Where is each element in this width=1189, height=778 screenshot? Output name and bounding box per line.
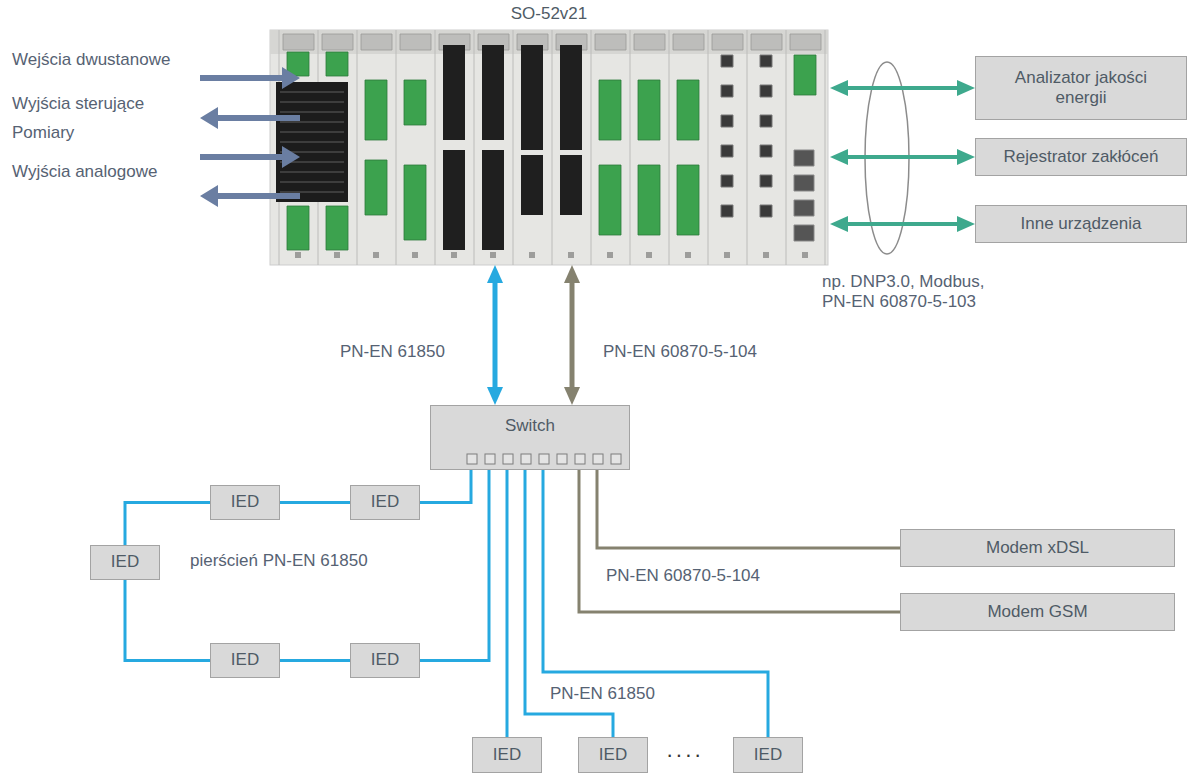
node-text: Switch bbox=[505, 416, 555, 436]
signal-label: Pomiary bbox=[12, 123, 74, 143]
ied-box: IED bbox=[733, 737, 803, 773]
signal-label: Wyjścia analogowe bbox=[12, 162, 157, 182]
heatsink bbox=[276, 82, 348, 202]
node-text: IED bbox=[371, 650, 399, 670]
connector bbox=[838, 222, 967, 226]
switch-ports bbox=[431, 406, 631, 471]
connector bbox=[543, 470, 768, 737]
node-text: IED bbox=[111, 552, 139, 572]
switch-port bbox=[503, 454, 513, 464]
terminal-blocks bbox=[287, 52, 816, 250]
device-box: Analizator jakości energii bbox=[975, 56, 1187, 120]
rj45-ports bbox=[794, 150, 814, 241]
ied-box: IED bbox=[90, 545, 160, 580]
switch-port bbox=[539, 454, 549, 464]
rack-panel bbox=[270, 30, 828, 265]
node-text: IED bbox=[231, 492, 259, 512]
connector bbox=[125, 580, 210, 661]
modem-box: Modem GSM bbox=[900, 593, 1175, 631]
device-box: Inne urządzenia bbox=[975, 205, 1187, 243]
node-text: SO-52v21 bbox=[511, 4, 588, 24]
connector bbox=[579, 470, 900, 612]
control-unit: SO-52v21 bbox=[268, 4, 830, 265]
node-text: Modem GSM bbox=[987, 602, 1087, 622]
rack-top-band bbox=[270, 30, 828, 54]
ied-box: IED bbox=[210, 643, 280, 678]
heatsink-fins bbox=[280, 92, 344, 192]
ellipsis-mark: ···· bbox=[666, 742, 703, 768]
switch-port bbox=[467, 454, 477, 464]
protocol-label: PN-EN 61850 bbox=[340, 342, 445, 362]
connector bbox=[280, 501, 350, 504]
ied-box: IED bbox=[350, 643, 420, 678]
switch-port bbox=[485, 454, 495, 464]
connector bbox=[597, 470, 900, 548]
protocol-label: PN-EN 60870-5-104 bbox=[603, 342, 757, 362]
connector bbox=[570, 273, 575, 397]
switch-port bbox=[557, 454, 567, 464]
protocol-note: np. DNP3.0, Modbus, PN-EN 60870-5-103 bbox=[822, 272, 1012, 313]
node-text: Modem xDSL bbox=[986, 538, 1089, 558]
switch-port bbox=[521, 454, 531, 464]
node-text: IED bbox=[371, 492, 399, 512]
module-separators bbox=[279, 30, 825, 265]
connector bbox=[125, 503, 210, 546]
connector bbox=[420, 470, 489, 661]
node-text: IED bbox=[231, 650, 259, 670]
ring-label: pierścień PN-EN 61850 bbox=[190, 551, 368, 571]
ied-box: IED bbox=[350, 485, 420, 520]
io-arrow-heads bbox=[200, 67, 300, 207]
ied-box: IED bbox=[472, 737, 542, 773]
switch-port bbox=[611, 454, 621, 464]
connector bbox=[420, 470, 471, 503]
node-text: IED bbox=[599, 745, 627, 765]
connector bbox=[838, 155, 967, 159]
node-text: Rejestrator zakłóceń bbox=[1004, 147, 1159, 167]
protocol-label: PN-EN 61850 bbox=[550, 684, 655, 704]
protocol-label: PN-EN 60870-5-104 bbox=[606, 566, 760, 586]
ied-box: IED bbox=[210, 485, 280, 520]
fiber-ports bbox=[721, 55, 772, 217]
module-screws bbox=[295, 252, 808, 258]
node-text: Analizator jakości energii bbox=[1006, 68, 1156, 109]
io-arrow-shafts bbox=[200, 78, 300, 196]
ied-box: IED bbox=[578, 737, 648, 773]
switch-box: Switch bbox=[430, 405, 630, 470]
connector bbox=[838, 86, 967, 90]
signal-label: Wyjścia sterujące bbox=[12, 94, 144, 114]
switch-port bbox=[575, 454, 585, 464]
connector-blocks bbox=[443, 45, 582, 250]
node-text: Inne urządzenia bbox=[1021, 214, 1142, 234]
modem-box: Modem xDSL bbox=[900, 529, 1175, 567]
node-text: IED bbox=[754, 745, 782, 765]
node-text: IED bbox=[493, 745, 521, 765]
device-box: Rejestrator zakłóceń bbox=[975, 138, 1187, 176]
connector bbox=[493, 273, 498, 397]
signal-label: Wejścia dwustanowe bbox=[12, 50, 170, 70]
switch-port bbox=[593, 454, 603, 464]
connector bbox=[506, 470, 509, 737]
connector bbox=[280, 659, 350, 662]
